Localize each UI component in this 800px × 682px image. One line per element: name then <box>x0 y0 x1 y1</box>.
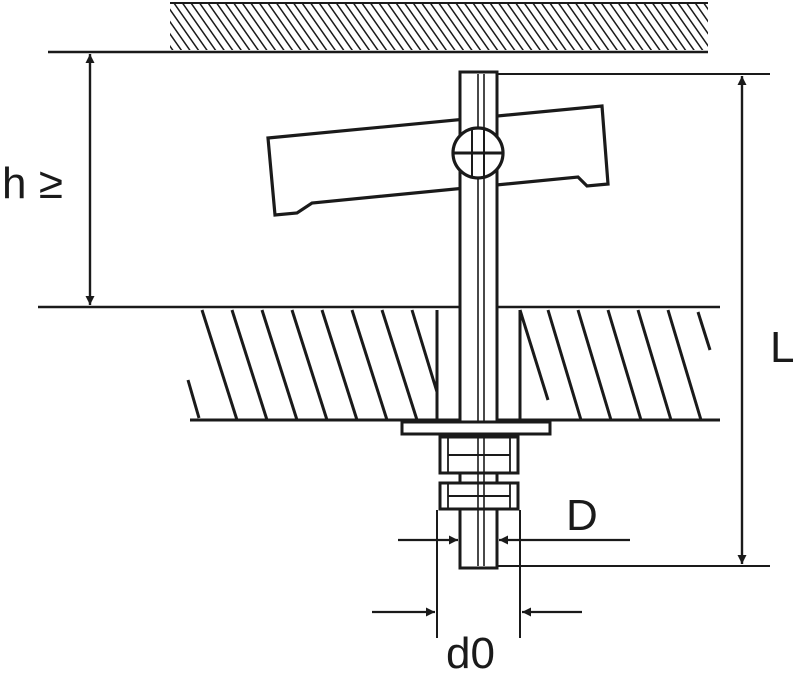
washer <box>400 420 552 436</box>
d0-label: d0 <box>446 629 495 678</box>
ceiling-slab <box>48 2 708 54</box>
wing-pivot <box>451 126 505 180</box>
nut-upper <box>438 435 520 475</box>
nut-lower <box>438 481 520 511</box>
d-label: D <box>566 491 598 540</box>
toggle-wing <box>266 104 610 217</box>
panel-board <box>186 309 720 422</box>
l-label: L <box>770 323 794 372</box>
h-label: h ≥ <box>2 159 63 208</box>
